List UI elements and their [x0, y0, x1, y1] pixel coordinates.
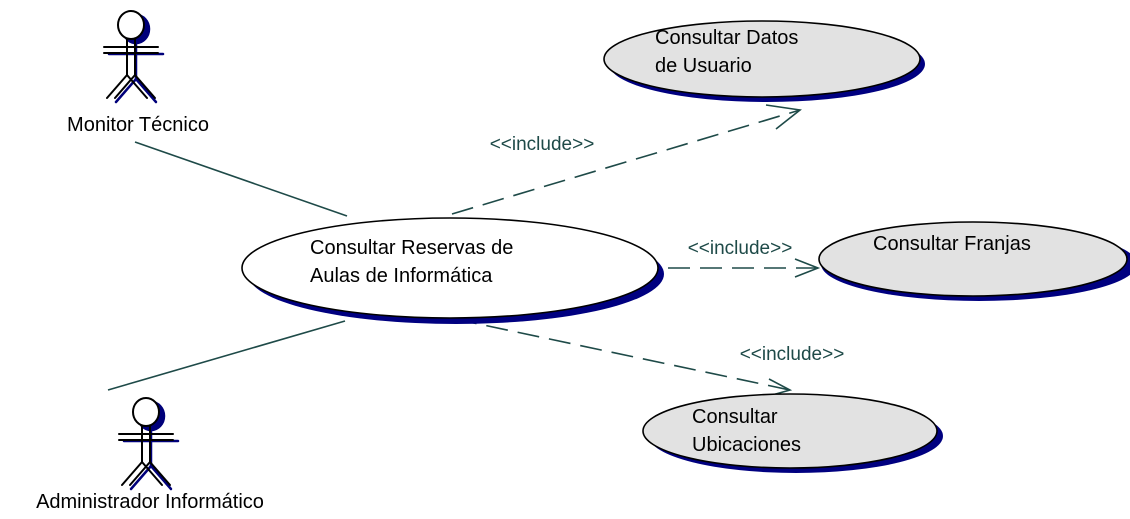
actor-admin-figure [118, 397, 180, 491]
use-case-main: Consultar Reservas de Aulas de Informáti… [241, 217, 664, 324]
use-case-franjas-line-1: Consultar Franjas [873, 233, 1031, 255]
use-case-ubicaciones-line-2: Ubicaciones [692, 434, 801, 456]
association-admin-main [107, 320, 346, 391]
use-case-datos: Consultar Datos de Usuario [603, 20, 925, 102]
include-label-ubicaciones: <<include>> [740, 344, 845, 365]
actor-admin-name: Administrador Informático [36, 491, 264, 513]
include-main-franjas [668, 258, 821, 278]
use-case-datos-line-1: Consultar Datos [655, 27, 798, 49]
include-label-datos: <<include>> [490, 134, 595, 155]
actor-monitor-name: Monitor Técnico [67, 114, 209, 136]
actor-monitor-figure [103, 10, 165, 104]
use-case-ubicaciones: Consultar Ubicaciones [642, 393, 943, 473]
use-case-main-line-1: Consultar Reservas de [310, 237, 513, 259]
include-main-datos [451, 104, 802, 215]
use-case-franjas: Consultar Franjas [818, 221, 1130, 301]
use-case-datos-line-2: de Usuario [655, 55, 752, 77]
use-case-main-line-2: Aulas de Informática [310, 265, 493, 287]
use-case-ubicaciones-line-1: Consultar [692, 406, 778, 428]
include-label-franjas: <<include>> [688, 238, 793, 259]
association-monitor-main [134, 141, 348, 217]
